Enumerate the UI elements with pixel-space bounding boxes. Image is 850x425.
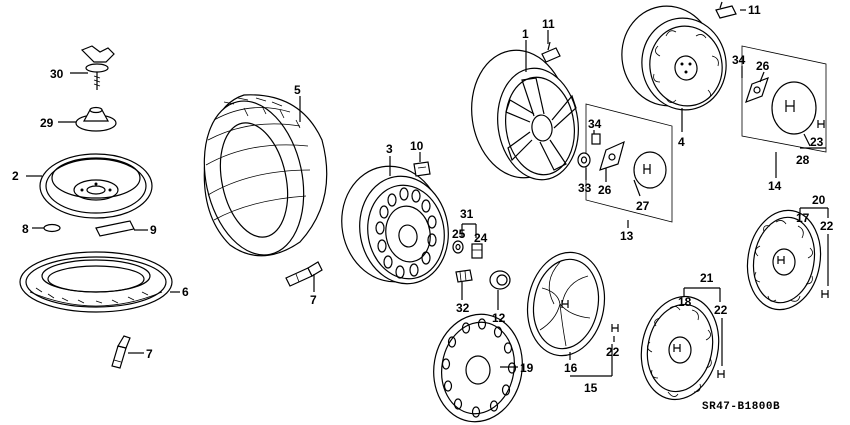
tire [203, 94, 328, 257]
emblem-lower [717, 370, 725, 378]
callout-9: 9 [150, 223, 157, 237]
callout-7-lower: 7 [146, 347, 153, 361]
cover-holes [441, 318, 517, 418]
steel-disk-wheel [341, 165, 449, 285]
callout-15: 15 [584, 381, 598, 395]
callout-22-lower: 22 [714, 303, 728, 317]
callout-21: 21 [700, 271, 714, 285]
center-cap-kit-lower [577, 103, 673, 223]
callout-29: 29 [40, 116, 54, 130]
callout-18: 18 [678, 295, 692, 309]
spare-disk-wheel [39, 153, 153, 219]
drawing-code: SR47-B1800B [702, 401, 780, 413]
callout-17: 17 [796, 211, 810, 225]
callout-11-left: 11 [542, 17, 555, 31]
callout-12: 12 [492, 311, 506, 325]
callout-11-right: 11 [748, 3, 761, 17]
callout-28: 28 [796, 153, 810, 167]
spare-tire-spacer [75, 106, 117, 132]
callout-6: 6 [182, 285, 189, 299]
wheel-bolt [455, 269, 473, 283]
callout-22-right: 22 [820, 219, 834, 233]
center-cap-kit-upper [741, 45, 827, 153]
callout-16: 16 [564, 361, 578, 375]
lug-nut-33 [577, 152, 591, 168]
callout-31: 31 [460, 207, 474, 221]
callout-32: 32 [456, 301, 470, 315]
wheel-nut [471, 243, 483, 259]
emblem-right [821, 290, 829, 298]
wheel-vent-holes [375, 187, 437, 279]
callout-27: 27 [636, 199, 650, 213]
pad [43, 223, 61, 233]
callout-30: 30 [50, 67, 64, 81]
callout-8: 8 [22, 222, 29, 236]
callout-26-lower: 26 [598, 183, 612, 197]
center-cap-upper [771, 81, 817, 135]
leader-lines [26, 9, 829, 377]
valve-stem-lower [111, 335, 131, 369]
callout-4: 4 [678, 135, 685, 149]
callout-26-upper: 26 [756, 59, 770, 73]
callout-34-upper: 34 [732, 53, 746, 67]
callout-7-upper: 7 [310, 293, 317, 307]
valve-stem-upper [285, 261, 323, 287]
callout-1: 1 [522, 27, 529, 41]
callout-20: 20 [812, 193, 826, 207]
cap-nut [591, 133, 601, 145]
callout-10: 10 [410, 139, 424, 153]
alloy-wheel [471, 49, 579, 181]
callout-13: 13 [620, 229, 634, 243]
balance-weight-top-2 [715, 1, 737, 19]
wheel-cover-petal [640, 295, 720, 401]
callout-24: 24 [474, 231, 488, 245]
lug-nut [452, 240, 464, 254]
aluminum-wheel [621, 5, 727, 111]
callout-14: 14 [768, 179, 782, 193]
callout-3: 3 [386, 142, 393, 156]
callout-22-mid: 22 [606, 345, 620, 359]
cap-retainer-lower [599, 140, 625, 171]
emblem-upper [817, 120, 825, 128]
wheel-cover-holes [433, 313, 523, 423]
wheel-cover-right [746, 209, 822, 311]
spare-spacer [95, 220, 135, 237]
center-cap-lower [633, 151, 667, 189]
center-cap-small [489, 270, 511, 290]
balance-weight-top-1 [541, 41, 561, 63]
callout-labels: 30 29 2 8 9 6 7 5 7 3 10 31 25 24 32 12 … [12, 3, 834, 395]
wheel-cover-swirl [526, 251, 606, 357]
balance-weight [413, 161, 431, 177]
callout-25: 25 [452, 227, 466, 241]
callout-33: 33 [578, 181, 592, 195]
callout-2: 2 [12, 169, 19, 183]
callout-5: 5 [294, 83, 301, 97]
spare-tire [19, 251, 173, 313]
emblem-mid [611, 324, 619, 332]
spare-tire-bolt [80, 45, 115, 90]
callout-23: 23 [810, 135, 824, 149]
callout-19: 19 [520, 361, 534, 375]
cap-retainer-upper [745, 76, 769, 104]
callout-34-lower: 34 [588, 117, 602, 131]
